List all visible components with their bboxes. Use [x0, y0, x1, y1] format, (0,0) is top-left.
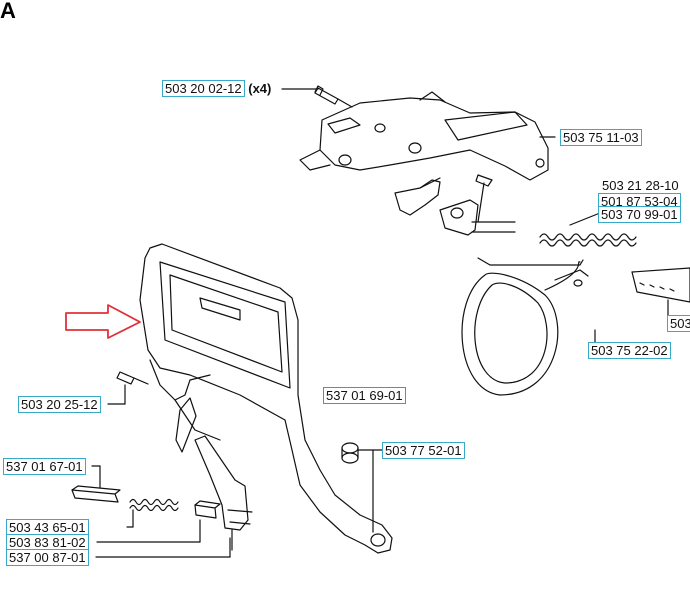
part-label-503-70-99-01[interactable]: 503 70 99-01 — [598, 206, 681, 223]
part-label-503-20-02-12[interactable]: 503 20 02-12 (x4) — [162, 80, 271, 97]
part-label-537-01-67-01[interactable]: 537 01 67-01 — [3, 458, 86, 475]
part-label-503-21-28-10[interactable]: 503 21 28-10 — [602, 178, 679, 193]
brake-band — [461, 257, 589, 396]
small-parts — [71, 485, 221, 519]
part-label-503-75-11-03[interactable]: 503 75 11-03 — [560, 129, 642, 146]
part-label-503-83-81-02[interactable]: 503 83 81-02 — [6, 534, 89, 551]
upper-bracket — [299, 91, 549, 181]
part-label-503-77-52-01[interactable]: 503 77 52-01 — [382, 442, 465, 459]
section-letter: A — [0, 0, 16, 23]
part-label-537-00-87-01[interactable]: 537 00 87-01 — [6, 549, 89, 566]
screw-left — [116, 371, 149, 385]
hand-guard — [139, 243, 393, 554]
part-label-503-cut[interactable]: 503 — [667, 315, 690, 332]
part-label-501-87-53-04[interactable]: 501 87 53-04 — [598, 193, 681, 210]
screw-top — [314, 85, 353, 108]
bushing — [341, 442, 359, 464]
pointer-arrow — [65, 304, 141, 339]
trigger-linkage — [175, 397, 253, 551]
lever-parts — [394, 174, 516, 236]
part-label-503-20-25-12[interactable]: 503 20 25-12 — [18, 396, 101, 413]
part-label-503-75-22-02[interactable]: 503 75 22-02 — [588, 342, 671, 359]
part-label-537-01-69-01[interactable]: 537 01 69-01 — [323, 387, 406, 404]
chain-strip — [631, 267, 690, 303]
spring-right — [539, 233, 637, 247]
leader-lines — [91, 88, 669, 558]
